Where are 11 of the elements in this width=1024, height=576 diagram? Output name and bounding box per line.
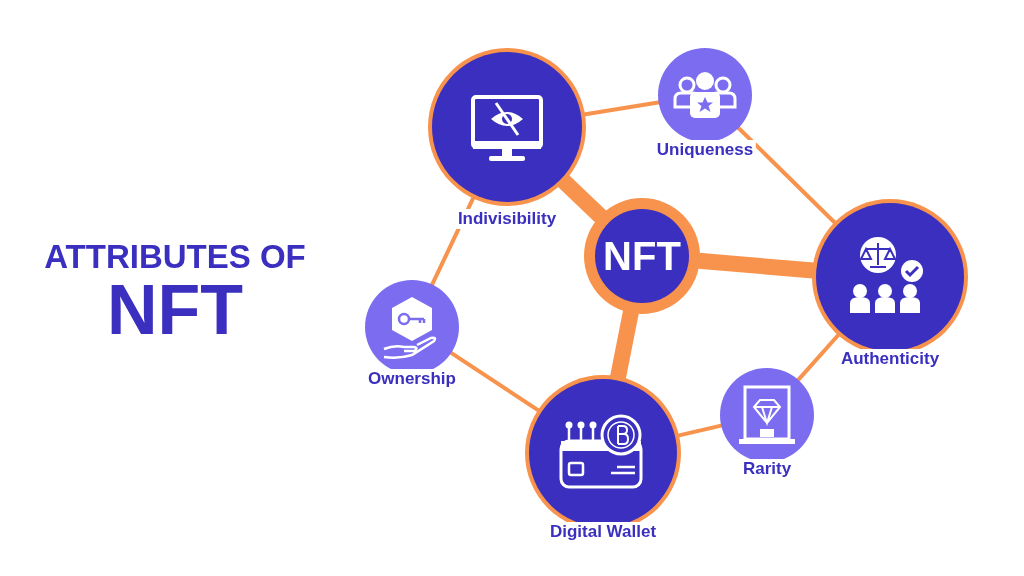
connector-line: [677, 423, 723, 438]
connector-line: [736, 125, 837, 225]
connector-line: [698, 252, 814, 279]
center-circle: [584, 198, 700, 314]
connector-line: [610, 310, 639, 380]
node-label: NFT: [603, 233, 681, 279]
connector-line: [796, 333, 841, 382]
node-label: Ownership: [365, 369, 459, 389]
connector-line: [449, 350, 540, 413]
connector-line: [557, 175, 607, 223]
connector-line: [583, 100, 660, 117]
